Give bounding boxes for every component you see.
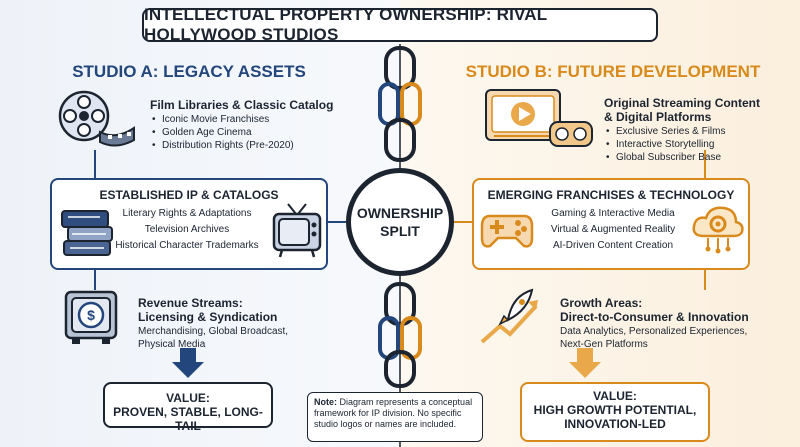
growth-title-line1: Growth Areas: (560, 296, 643, 310)
revenue-title: Revenue Streams: Licensing & Syndication (138, 296, 338, 324)
growth-title: Growth Areas: Direct-to-Consumer & Innov… (560, 296, 790, 324)
streaming-title-line1: Original Streaming Content (604, 96, 761, 110)
list-item: AI-Driven Content Creation (552, 240, 674, 251)
rocket-growth-icon (480, 288, 538, 344)
streaming-list: Exclusive Series & Films Interactive Sto… (606, 125, 796, 164)
growth-title-line2: Direct-to-Consumer & Innovation (560, 310, 749, 324)
vr-headset-icon (549, 121, 593, 147)
list-item: Global Subscriber Base (606, 151, 796, 164)
revenue-title-line1: Revenue Streams: (138, 296, 243, 310)
revenue-desc-line2: Physical Media (138, 339, 206, 350)
revenue-title-line2: Licensing & Syndication (138, 310, 278, 324)
streaming-title: Original Streaming Content & Digital Pla… (604, 96, 794, 124)
chain-bottom (378, 282, 422, 388)
studio-b-heading: STUDIO B: FUTURE DEVELOPMENT (465, 62, 761, 81)
books-icon (61, 210, 113, 256)
list-item: Golden Age Cinema (152, 126, 352, 139)
studio-a-heading: STUDIO A: LEGACY ASSETS (72, 62, 306, 81)
emerging-franchises-title: EMERGING FRANCHISES & TECHNOLOGY (487, 188, 735, 202)
chain-top (378, 46, 422, 162)
note-text: Diagram represents a conceptual framewor… (314, 397, 473, 429)
list-item: Television Archives (144, 224, 230, 235)
page-title: INTELLECTUAL PROPERTY OWNERSHIP: RIVAL H… (142, 5, 658, 44)
value-text-line2: INNOVATION-LED (564, 417, 666, 431)
film-libraries-list: Iconic Movie Franchises Golden Age Cinem… (152, 113, 352, 152)
growth-desc-line1: Data Analytics, Personalized Experiences… (560, 326, 748, 337)
gamepad-icon (480, 214, 534, 248)
list-item: Interactive Storytelling (606, 138, 796, 151)
list-item: Distribution Rights (Pre-2020) (152, 139, 352, 152)
ownership-split-circle: OWNERSHIP SPLIT (346, 168, 454, 276)
center-line1: OWNERSHIP (356, 205, 444, 221)
established-ip-list: Literary Rights & Adaptations Television… (92, 206, 282, 254)
center-line2: SPLIT (380, 223, 420, 239)
list-item: Virtual & Augmented Reality (550, 224, 676, 235)
value-text-line1: HIGH GROWTH POTENTIAL, (533, 403, 697, 417)
list-item: Exclusive Series & Films (606, 125, 796, 138)
list-item: Gaming & Interactive Media (551, 208, 675, 219)
studio-a-value-box: VALUE: PROVEN, STABLE, LONG-TAIL (103, 382, 273, 433)
film-reel-icon (58, 90, 135, 147)
value-label: VALUE: (166, 391, 210, 405)
revenue-desc-line1: Merchandising, Global Broadcast, (138, 326, 289, 337)
cloud-gear-icon (692, 206, 744, 254)
film-libraries-title: Film Libraries & Classic Catalog (150, 98, 334, 112)
list-item: Iconic Movie Franchises (152, 113, 352, 126)
video-player-icon (485, 89, 561, 141)
revenue-description: Merchandising, Global Broadcast, Physica… (138, 325, 338, 351)
tv-icon (272, 203, 322, 258)
list-item: Literary Rights & Adaptations (122, 208, 252, 219)
established-ip-title: ESTABLISHED IP & CATALOGS (99, 188, 279, 202)
svg-text:$: $ (87, 307, 95, 323)
studio-b-value-box: VALUE: HIGH GROWTH POTENTIAL, INNOVATION… (520, 382, 710, 442)
note-label: Note: (314, 397, 337, 407)
note-box: Note: Diagram represents a conceptual fr… (307, 392, 483, 442)
growth-description: Data Analytics, Personalized Experiences… (560, 325, 790, 351)
list-item: Historical Character Trademarks (115, 240, 259, 251)
emerging-franchises-list: Gaming & Interactive Media Virtual & Aug… (528, 206, 698, 254)
growth-desc-line2: Next-Gen Platforms (560, 339, 648, 350)
value-label: VALUE: (593, 389, 637, 403)
value-text: PROVEN, STABLE, LONG-TAIL (113, 405, 263, 433)
safe-dollar-icon: $ (64, 290, 118, 344)
streaming-title-line2: & Digital Platforms (604, 110, 712, 124)
